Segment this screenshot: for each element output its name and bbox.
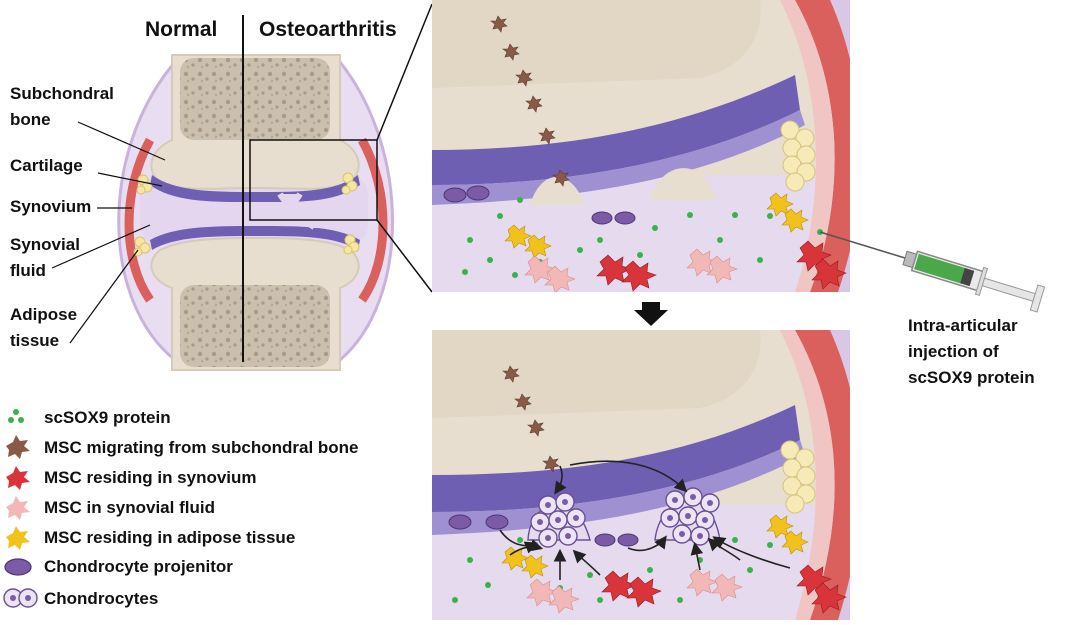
legend-label: MSC residing in adipose tissue	[44, 528, 295, 547]
purple-oval-cell-icon	[4, 558, 32, 576]
label-subchondral-line1: Subchondral	[10, 84, 114, 103]
legend-item: Chondrocyte projenitor	[4, 557, 233, 576]
joint-overview	[117, 3, 433, 371]
syringe-icon	[819, 231, 1046, 313]
label-adipose-line1: Adipose	[10, 305, 77, 324]
upper-marrow	[180, 58, 330, 140]
leader-cartilage	[97, 172, 163, 187]
label-synovial-line1: Synovial	[10, 235, 80, 254]
legend-label: MSC in synovial fluid	[44, 498, 215, 517]
zoom-panel-osteoarthritis	[432, 0, 850, 292]
legend-item: MSC residing in synovium	[6, 466, 257, 490]
adipose-cluster-left	[133, 174, 153, 257]
green-dots-icon	[8, 409, 24, 423]
legend-label: scSOX9 protein	[44, 408, 171, 427]
legend-label: MSC residing in synovium	[44, 468, 257, 487]
leader-synovial-fluid	[51, 224, 151, 269]
injection-label-line1: Intra-articular	[908, 316, 1018, 335]
label-cartilage: Cartilage	[10, 156, 83, 175]
legend-item: Chondrocytes	[3, 588, 158, 608]
legend-item: MSC in synovial fluid	[6, 496, 215, 520]
header-osteoarthritis: Osteoarthritis	[259, 18, 397, 41]
injection-label-line3: scSOX9 protein	[908, 368, 1035, 387]
leader-adipose	[69, 249, 139, 344]
label-synovial-line2: fluid	[10, 261, 46, 280]
header-normal: Normal	[145, 18, 217, 41]
legend-item: scSOX9 protein	[8, 408, 171, 427]
down-arrow-icon	[634, 302, 668, 326]
adipose-cluster-right	[341, 172, 360, 255]
zoom-line-bottom	[376, 219, 433, 293]
legend: scSOX9 protein MSC migrating from subcho…	[3, 408, 359, 608]
legend-label: Chondrocyte projenitor	[44, 557, 233, 576]
leader-subchondral	[77, 121, 166, 161]
legend-item: MSC residing in adipose tissue	[6, 526, 295, 550]
brown-star-cell-icon	[6, 435, 30, 459]
pink-star-cell-icon	[6, 496, 30, 520]
lower-cartilage	[150, 226, 360, 250]
anatomy-labels: Subchondral bone Cartilage Synovium Syno…	[10, 84, 166, 350]
upper-cartilage	[150, 175, 360, 203]
zoom-panel-treated	[432, 330, 850, 620]
double-cell-icon	[3, 588, 38, 608]
legend-label: Chondrocytes	[44, 589, 158, 608]
label-synovium: Synovium	[10, 197, 91, 216]
injection-label-line2: injection of	[908, 342, 999, 361]
synovium-right	[358, 137, 388, 303]
synovium-left	[124, 137, 154, 303]
label-subchondral-line2: bone	[10, 110, 51, 129]
zoom-box	[249, 139, 378, 221]
zoom-line-top	[376, 3, 433, 141]
lower-marrow	[180, 285, 330, 367]
legend-item: MSC migrating from subchondral bone	[6, 435, 359, 459]
legend-label: MSC migrating from subchondral bone	[44, 438, 359, 457]
red-star-cell-icon	[6, 466, 30, 490]
label-adipose-line2: tissue	[10, 331, 59, 350]
yellow-star-cell-icon	[6, 526, 30, 550]
